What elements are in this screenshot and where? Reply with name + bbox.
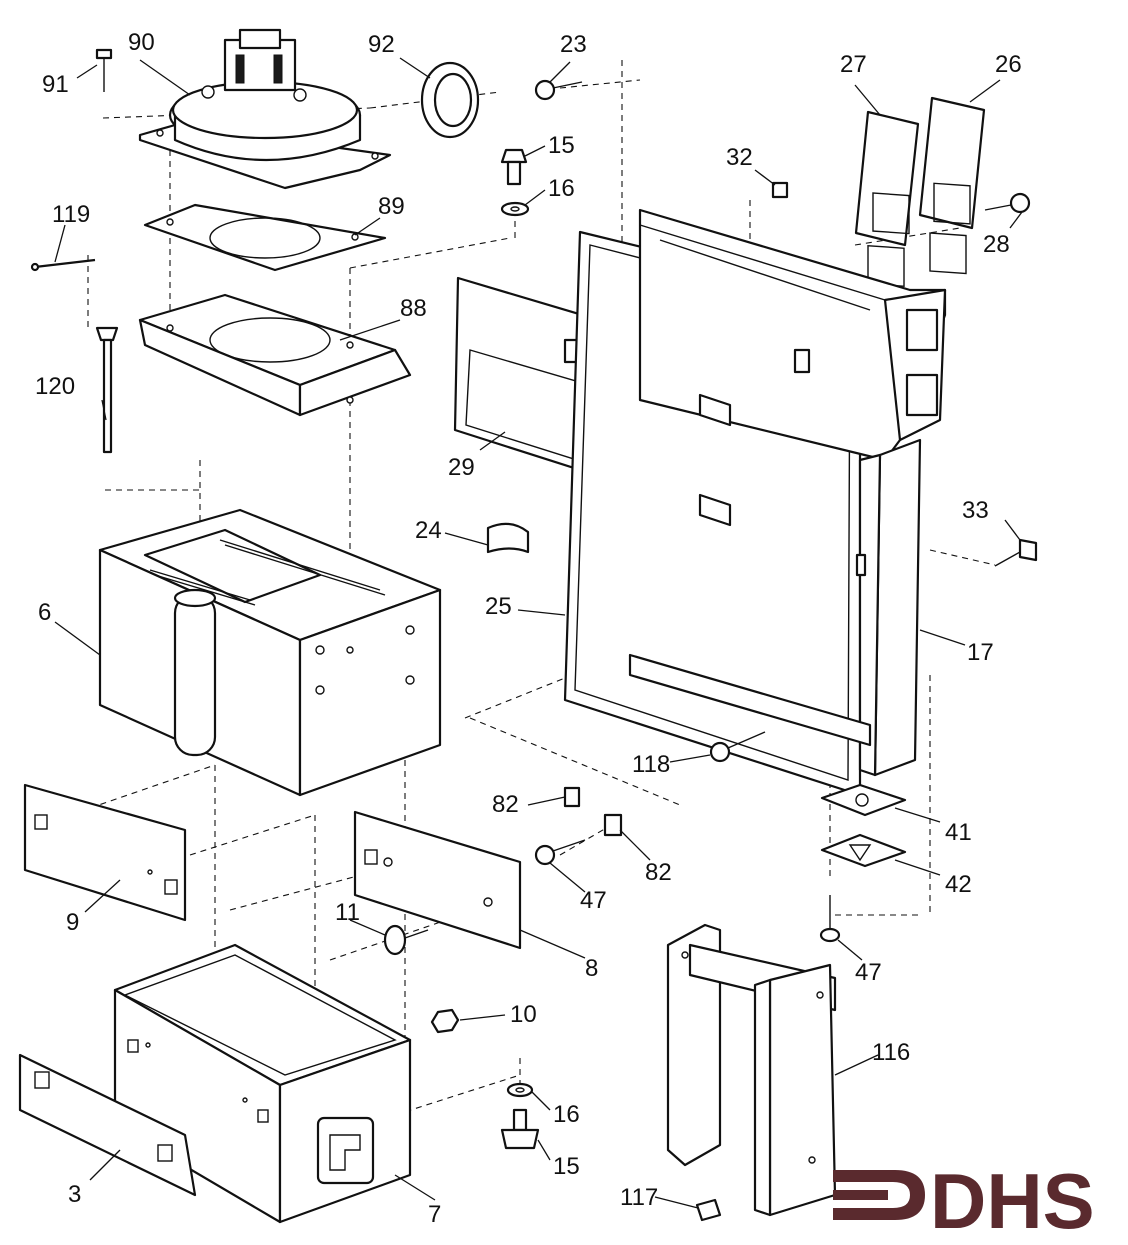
callout-7: 7 (428, 1201, 441, 1228)
heat-exchanger (98, 508, 442, 797)
panel (918, 96, 986, 275)
callout-119: 119 (52, 201, 90, 228)
callout-92: 92 (368, 31, 395, 58)
logo-arrow-icon (833, 1190, 888, 1200)
dhs-logo: DHS (833, 1157, 1095, 1245)
callout-16: 16 (553, 1101, 580, 1128)
callout-11: 11 (335, 899, 360, 926)
callout-82: 82 (645, 859, 672, 886)
callout-10: 10 (510, 1001, 537, 1028)
bolt (383, 924, 429, 956)
screw (95, 48, 113, 92)
callout-116: 116 (872, 1039, 910, 1066)
callout-27: 27 (840, 51, 867, 78)
callout-25: 25 (485, 593, 512, 620)
callout-16: 16 (548, 175, 575, 202)
logo-text: DHS (930, 1157, 1095, 1245)
callout-89: 89 (378, 193, 405, 220)
callout-6: 6 (38, 599, 51, 626)
callout-117: 117 (620, 1184, 658, 1211)
callout-82: 82 (492, 791, 519, 818)
callout-120: 120 (35, 373, 75, 400)
callout-3: 3 (68, 1181, 81, 1208)
callout-88: 88 (400, 295, 427, 322)
callout-90: 90 (128, 29, 155, 56)
side-panel (353, 810, 522, 950)
callout-15: 15 (548, 132, 575, 159)
clip (603, 813, 623, 837)
outer-case (563, 208, 947, 797)
clip (563, 786, 581, 808)
pin (30, 258, 96, 272)
callout-41: 41 (945, 819, 972, 846)
clip (771, 181, 789, 199)
bolt-and-washer (500, 1082, 540, 1150)
screw (709, 731, 766, 763)
callout-24: 24 (415, 517, 442, 544)
callout-32: 32 (726, 144, 753, 171)
callout-29: 29 (448, 454, 475, 481)
fan-assembly (138, 28, 392, 190)
callout-47: 47 (855, 959, 882, 986)
clip (486, 522, 530, 554)
callout-33: 33 (962, 497, 989, 524)
callout-26: 26 (995, 51, 1022, 78)
callout-15: 15 (553, 1153, 580, 1180)
logo-arrow-icon (833, 1170, 925, 1220)
front-plate (18, 1053, 197, 1197)
gasket-plate (143, 203, 387, 272)
callout-42: 42 (945, 871, 972, 898)
gasket-ring (420, 61, 480, 139)
screw (534, 79, 583, 101)
callout-8: 8 (585, 955, 598, 982)
flue-hood (138, 293, 412, 417)
callout-17: 17 (967, 639, 994, 666)
callout-118: 118 (632, 751, 670, 778)
gasket (820, 783, 907, 817)
panel (854, 110, 920, 287)
leader-lines (54, 57, 1023, 1209)
screw (984, 192, 1031, 214)
screw (534, 839, 586, 866)
side-panel (23, 783, 187, 922)
gasket (820, 833, 907, 868)
callout-91: 91 (42, 71, 69, 98)
fin-rows (149, 539, 386, 606)
callout-23: 23 (560, 31, 587, 58)
screw (994, 538, 1038, 567)
tie-rod (95, 326, 119, 454)
burner-box (113, 943, 412, 1224)
callout-labels: 90 91 92 23 15 16 32 27 26 28 119 89 88 … (35, 29, 1022, 1228)
callout-9: 9 (66, 909, 79, 936)
callout-47: 47 (580, 887, 607, 914)
clip (695, 1198, 722, 1222)
screw (819, 895, 841, 943)
callout-28: 28 (983, 231, 1010, 258)
nut (430, 1008, 460, 1034)
bolt-and-washer (500, 148, 530, 217)
mounting-bracket (666, 923, 837, 1217)
